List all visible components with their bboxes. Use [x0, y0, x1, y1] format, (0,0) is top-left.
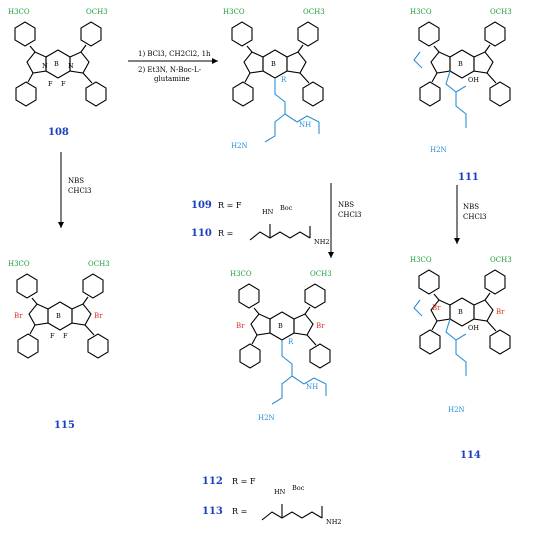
- step1-condition-line3: glutamine: [154, 75, 190, 83]
- f-atom: F: [63, 332, 68, 340]
- och3-label: OCH3: [490, 256, 512, 264]
- r-definition-109: R = F: [218, 201, 242, 210]
- boc-label: Boc: [292, 484, 305, 492]
- compound-label-109: 109: [191, 200, 212, 211]
- och3-label: OCH3: [86, 8, 108, 16]
- f-atom: F: [48, 80, 53, 88]
- nbs-label: NBS: [463, 203, 479, 211]
- b-atom: B: [458, 60, 463, 68]
- glutamine-fragment-110: HN Boc NH2: [249, 204, 330, 246]
- compound-label-115: 115: [54, 420, 75, 431]
- oh-label: OH: [468, 324, 479, 332]
- b-atom: B: [278, 322, 283, 330]
- nbs-label: NBS: [68, 177, 84, 185]
- step1-condition-line1: 1) BCl3, CH2Cl2, 1h: [138, 50, 211, 58]
- chcl3-label: CHCl3: [338, 211, 362, 219]
- step1-condition-line2: 2) Et3N, N-Boc-L-: [138, 66, 202, 74]
- nh-label: NH: [306, 383, 318, 391]
- r-definition-112: R = F: [232, 477, 256, 486]
- h3co-label: H3CO: [410, 256, 432, 264]
- compound-label-112: 112: [202, 476, 223, 487]
- chcl3-label: CHCl3: [463, 213, 487, 221]
- br-label: Br: [496, 308, 505, 316]
- och3-label: OCH3: [490, 8, 512, 16]
- b-atom: B: [56, 312, 61, 320]
- br-label: Br: [14, 312, 23, 320]
- h3co-label: H3CO: [410, 8, 432, 16]
- f-atom: F: [61, 80, 66, 88]
- compound-label-114: 114: [460, 450, 481, 461]
- compound-label-111: 111: [458, 172, 479, 183]
- hn-label: HN: [274, 488, 286, 496]
- r-definition-113: R =: [232, 507, 247, 516]
- chcl3-label: CHCl3: [68, 187, 92, 195]
- n-atom: N: [68, 62, 74, 70]
- nbs-label: NBS: [338, 201, 354, 209]
- compound-112-113: H3CO OCH3 Br Br B R H2N NH: [230, 270, 332, 422]
- och3-label: OCH3: [88, 260, 110, 268]
- compound-label-113: 113: [202, 506, 223, 517]
- compound-109-110: H3CO OCH3 B R H2N NH: [223, 8, 325, 150]
- oh-label: OH: [468, 76, 479, 84]
- och3-label: OCH3: [310, 270, 332, 278]
- br-label: Br: [236, 322, 245, 330]
- glutamine-fragment-113: HN Boc NH2: [261, 484, 342, 526]
- n-atom: N: [42, 62, 48, 70]
- br-label: Br: [432, 304, 441, 312]
- h3co-label: H3CO: [8, 8, 30, 16]
- r-group: R: [281, 76, 287, 84]
- h3co-label: H3CO: [223, 8, 245, 16]
- compound-111: H3CO OCH3 B OH H2N 111: [410, 8, 512, 183]
- nh2-label: NH2: [314, 238, 330, 246]
- compound-108: H3CO OCH3 B N N F F 108: [8, 8, 108, 138]
- boc-label: Boc: [280, 204, 293, 212]
- compound-label-110: 110: [191, 228, 212, 239]
- h3co-label: H3CO: [8, 260, 30, 268]
- h3co-label: H3CO: [230, 270, 252, 278]
- b-atom: B: [458, 308, 463, 316]
- och3-label: OCH3: [303, 8, 325, 16]
- hn-label: HN: [262, 208, 274, 216]
- r-definition-110: R =: [218, 229, 233, 238]
- h2n-label: H2N: [231, 142, 248, 150]
- h2n-label: H2N: [258, 414, 275, 422]
- compound-115: H3CO OCH3 Br Br B F F 115: [8, 260, 110, 431]
- r-group: R: [288, 338, 294, 346]
- nh2-label: NH2: [326, 518, 342, 526]
- br-label: Br: [94, 312, 103, 320]
- f-atom: F: [50, 332, 55, 340]
- h2n-label: H2N: [448, 406, 465, 414]
- b-atom: B: [271, 60, 276, 68]
- b-atom: B: [54, 60, 59, 68]
- nh-label: NH: [299, 121, 311, 129]
- h2n-label: H2N: [430, 146, 447, 154]
- br-label: Br: [316, 322, 325, 330]
- compound-label-108: 108: [48, 127, 69, 138]
- compound-114: H3CO OCH3 Br Br B OH H2N 114: [410, 256, 512, 461]
